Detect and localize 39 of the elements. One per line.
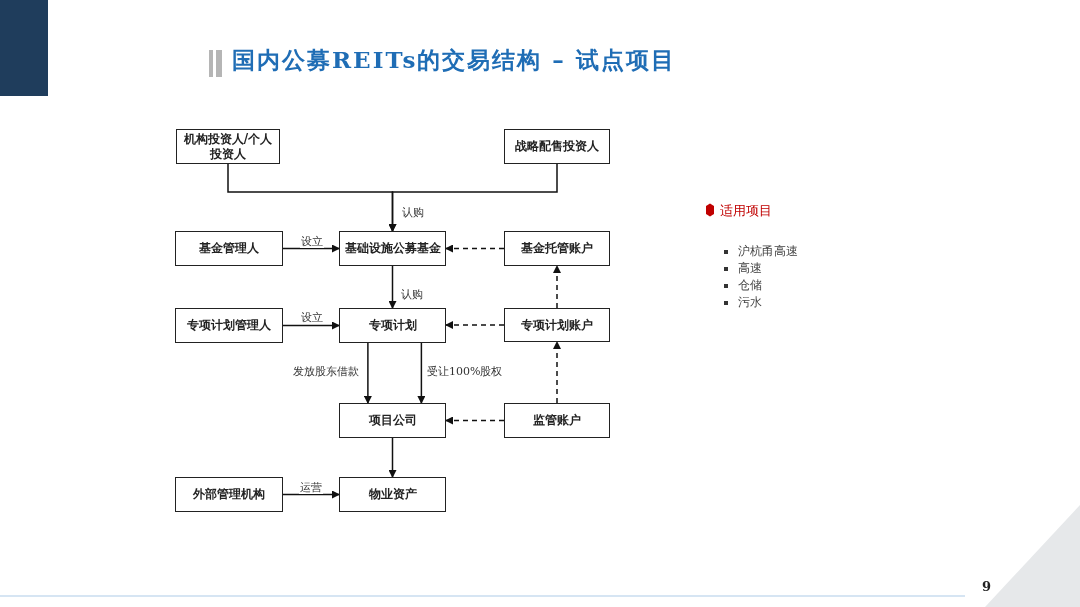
arrow xyxy=(553,341,561,404)
arrow xyxy=(282,490,340,499)
arrow xyxy=(445,244,505,253)
list-item: 沪杭甬高速 xyxy=(738,243,798,260)
entity-box: 基金托管账户 xyxy=(504,231,610,266)
edge-label: 设立 xyxy=(300,235,324,248)
arrow xyxy=(388,163,558,232)
arrow xyxy=(445,321,505,329)
section-heading: 适用项目 xyxy=(720,202,772,220)
edge-label: 认购 xyxy=(400,288,424,301)
entity-box: 专项计划 xyxy=(339,308,446,343)
slide-title: 国内公募REITs的交易结构 – 试点项目 xyxy=(232,45,676,75)
entity-box: 监管账户 xyxy=(504,403,610,438)
entity-box: 项目公司 xyxy=(339,403,446,438)
arrow xyxy=(388,437,397,478)
arrow xyxy=(363,342,372,404)
arrow xyxy=(282,321,340,330)
arrow xyxy=(553,265,561,309)
entity-box: 专项计划账户 xyxy=(504,308,610,342)
entity-box: 基础设施公募基金 xyxy=(339,231,446,266)
edge-label: 受让100%股权 xyxy=(426,365,504,378)
edge-label: 设立 xyxy=(300,311,324,324)
entity-box: 专项计划管理人 xyxy=(175,308,283,343)
arrow xyxy=(282,244,340,253)
entity-box: 基金管理人 xyxy=(175,231,283,266)
edge-label: 运营 xyxy=(299,481,323,494)
entity-box: 机构投资人/个人投资人 xyxy=(176,129,280,164)
arrow xyxy=(417,342,426,404)
entity-box: 战略配售投资人 xyxy=(504,129,610,164)
entity-box: 外部管理机构 xyxy=(175,477,283,512)
entity-box: 物业资产 xyxy=(339,477,446,512)
list-item: 高速 xyxy=(738,260,762,277)
page-number: 9 xyxy=(982,579,992,594)
arrow xyxy=(445,416,505,425)
arrow xyxy=(388,265,397,309)
edge-label: 发放股东借款 xyxy=(292,365,360,378)
list-item: 仓储 xyxy=(738,277,762,294)
edge-label: 认购 xyxy=(401,206,425,219)
list-item: 污水 xyxy=(738,294,762,311)
